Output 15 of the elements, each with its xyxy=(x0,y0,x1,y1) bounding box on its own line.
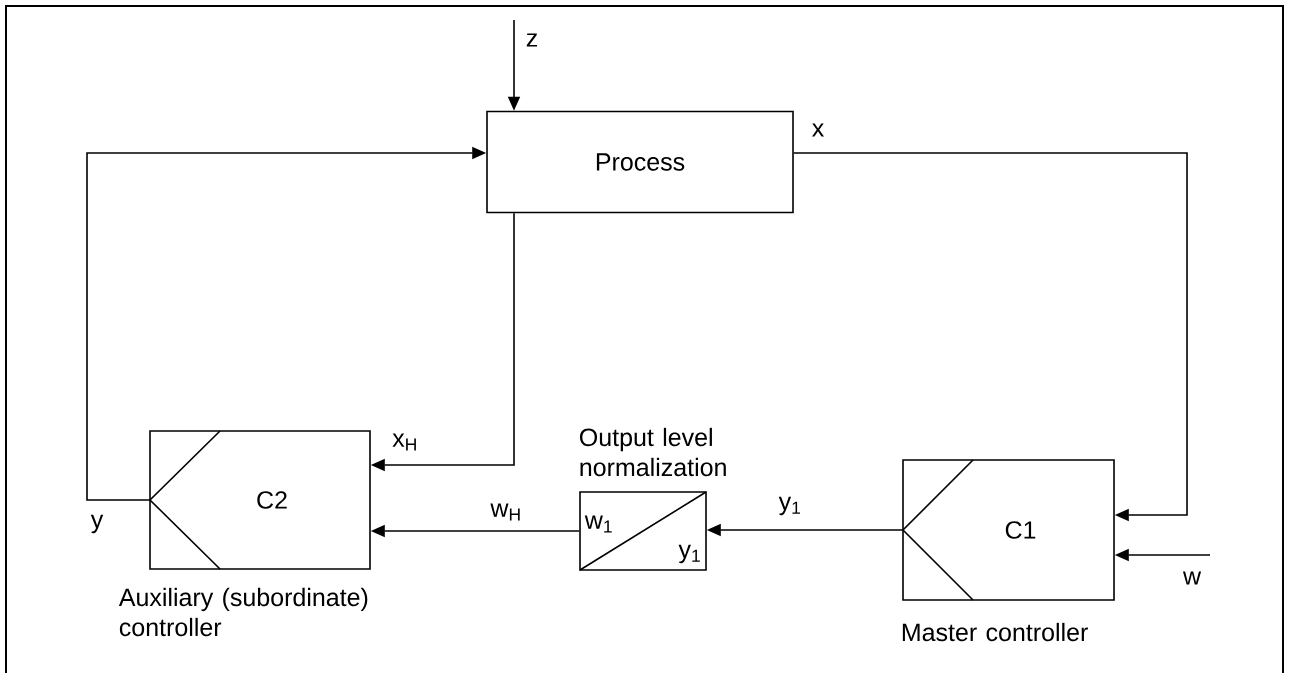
caption-text: Output level normalization xyxy=(580,427,726,477)
edge-label: w xyxy=(1182,571,1202,585)
edge-label: w$_{H}$ xyxy=(490,503,520,521)
converter-block: w$_{1}$ y$_{1}$ xyxy=(579,491,707,571)
caption-text: Master controller xyxy=(902,622,1088,642)
edge-label: y xyxy=(90,514,104,534)
edge-label: x$_{H}$ xyxy=(392,433,416,451)
caption-text: Auxiliary (subordinate) controller xyxy=(118,587,368,637)
edge-label: x xyxy=(812,123,824,137)
controller-block: C2 xyxy=(148,430,371,570)
edge-label: y$_{1}$ xyxy=(778,496,800,516)
arrow xyxy=(793,152,1188,522)
process-box: Process xyxy=(486,110,794,214)
controller-block: C1 xyxy=(901,459,1115,601)
edge-label: z xyxy=(526,33,537,47)
